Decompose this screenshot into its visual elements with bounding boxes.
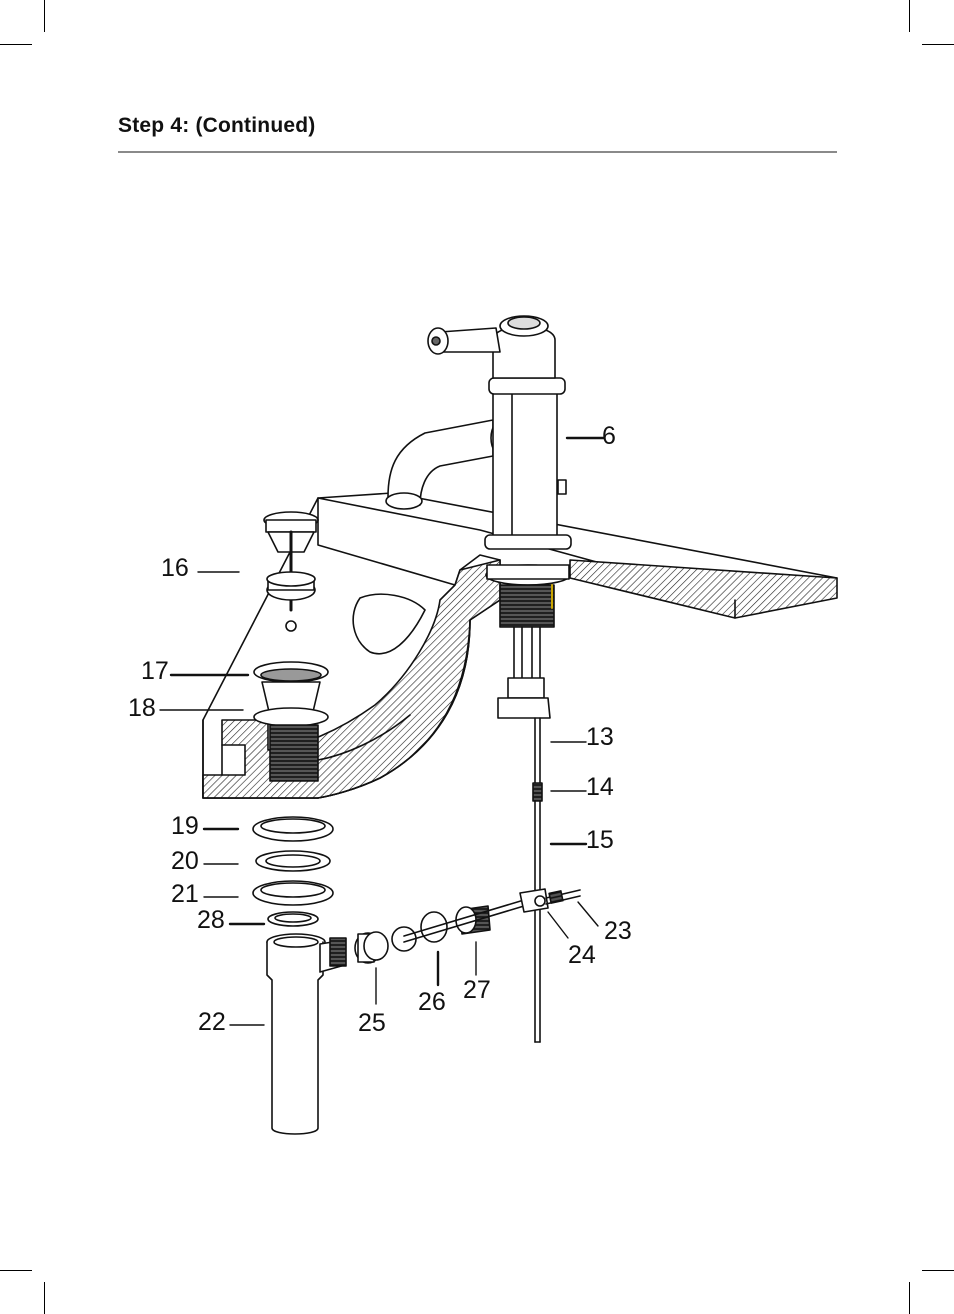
callout-20: 20 (171, 847, 199, 875)
crop-mark-top-right-v (909, 0, 910, 32)
mounting-shank (485, 564, 571, 719)
callout-leaders (159, 436, 606, 1026)
callout-13: 13 (586, 723, 614, 751)
callout-21: 21 (171, 880, 199, 908)
drain-tailpiece (266, 933, 347, 1135)
crop-mark-bottom-left-h (0, 1270, 32, 1271)
page-title: Step 4: (Continued) (118, 114, 316, 137)
crop-mark-bottom-right-v (909, 1282, 910, 1314)
callout-24: 24 (568, 941, 596, 969)
gasket-stack (252, 816, 334, 927)
crop-mark-bottom-left-v (44, 1282, 45, 1314)
countertop (317, 492, 838, 619)
callout-22: 22 (198, 1008, 226, 1036)
callout-14: 14 (586, 773, 614, 801)
callout-18: 18 (128, 694, 156, 722)
title-divider (118, 151, 837, 153)
pop-up-stopper (263, 511, 319, 632)
callout-17: 17 (141, 657, 169, 685)
callout-23: 23 (604, 917, 632, 945)
lift-rod (532, 717, 543, 1043)
callout-16: 16 (161, 554, 189, 582)
callout-6: 6 (602, 422, 616, 450)
pivot-rod-assembly (354, 888, 581, 964)
callout-25: 25 (358, 1009, 386, 1037)
crop-mark-top-left-h (0, 44, 32, 45)
drain-flange-assembly (253, 661, 329, 782)
callout-28: 28 (197, 906, 225, 934)
crop-mark-bottom-right-h (922, 1270, 954, 1271)
crop-mark-top-left-v (44, 0, 45, 32)
faucet-body (385, 315, 572, 550)
callout-26: 26 (418, 988, 446, 1016)
sink-basin-section (202, 497, 501, 799)
crop-mark-top-right-h (922, 44, 954, 45)
callout-27: 27 (463, 976, 491, 1004)
callout-19: 19 (171, 812, 199, 840)
callout-15: 15 (586, 826, 614, 854)
callout-labels: 6 13 14 15 16 17 18 19 20 21 22 23 24 25… (128, 422, 632, 1037)
